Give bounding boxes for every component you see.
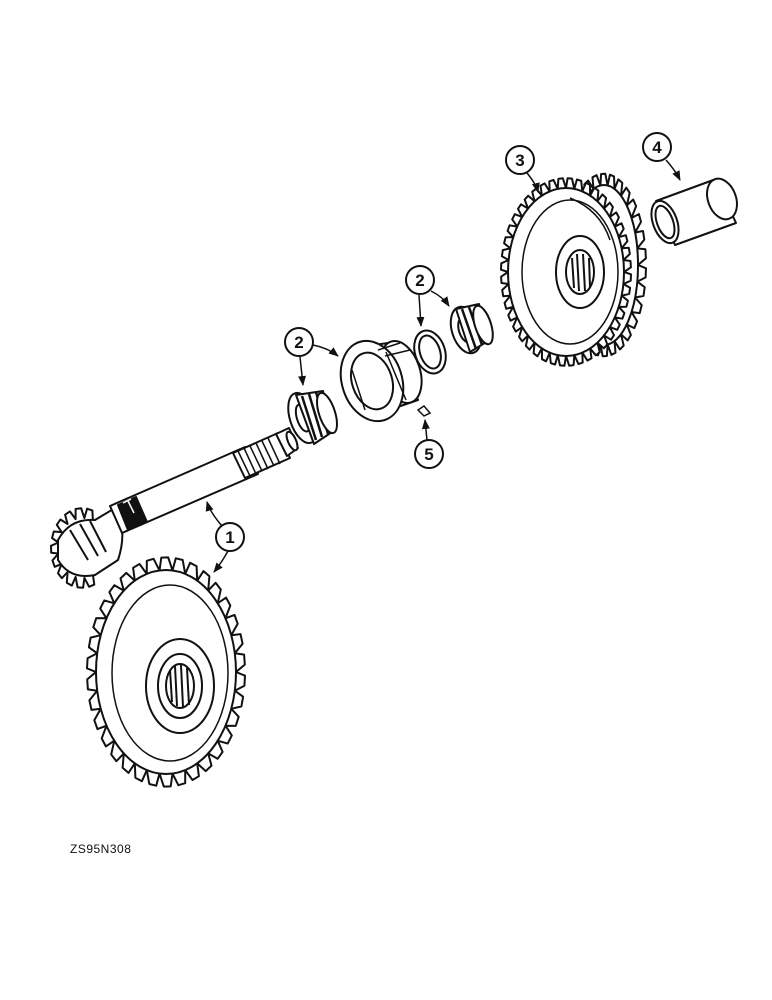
- leader-line: [526, 172, 540, 193]
- callout-label: 5: [424, 445, 433, 464]
- callout-label: 3: [515, 151, 524, 170]
- callout-label: 1: [225, 528, 234, 547]
- callout-3: 3: [505, 145, 540, 193]
- leader-line: [430, 290, 450, 307]
- callout-circle: [414, 439, 444, 469]
- leader-line: [298, 356, 307, 386]
- bearing-cup-right-part-2: [413, 329, 447, 375]
- callout-label: 4: [652, 138, 662, 157]
- cluster-gear-part-3: [500, 172, 647, 367]
- callout-circle: [642, 132, 672, 162]
- leader-line: [213, 550, 229, 573]
- callout-label: 2: [294, 333, 303, 352]
- ring-gear-part-1: [86, 556, 246, 788]
- leader-line: [665, 159, 681, 181]
- callout-circle: [215, 522, 245, 552]
- callout-2-right: 2: [405, 265, 450, 327]
- callout-2-left: 2: [284, 327, 339, 386]
- leader-line: [416, 294, 425, 327]
- pinion-shaft-part-1: [50, 427, 299, 589]
- figure-id-label: ZS95N308: [70, 842, 132, 856]
- bearing-cone-left-part-2: [287, 390, 339, 445]
- callout-circle: [284, 327, 314, 357]
- callout-label: 2: [415, 271, 424, 290]
- leader-line: [421, 419, 430, 441]
- leader-line: [205, 501, 223, 527]
- callout-circle: [505, 145, 535, 175]
- callout-5: 5: [414, 419, 444, 469]
- callout-4: 4: [642, 132, 681, 181]
- leader-line: [312, 344, 339, 357]
- bearing-cup-housing-part-2: [339, 339, 423, 423]
- callout-1: 1: [205, 501, 245, 573]
- pin-part-5: [416, 405, 432, 417]
- callout-circle: [405, 265, 435, 295]
- bearing-cone-right-part-2: [449, 303, 494, 355]
- sleeve-part-4: [650, 177, 738, 246]
